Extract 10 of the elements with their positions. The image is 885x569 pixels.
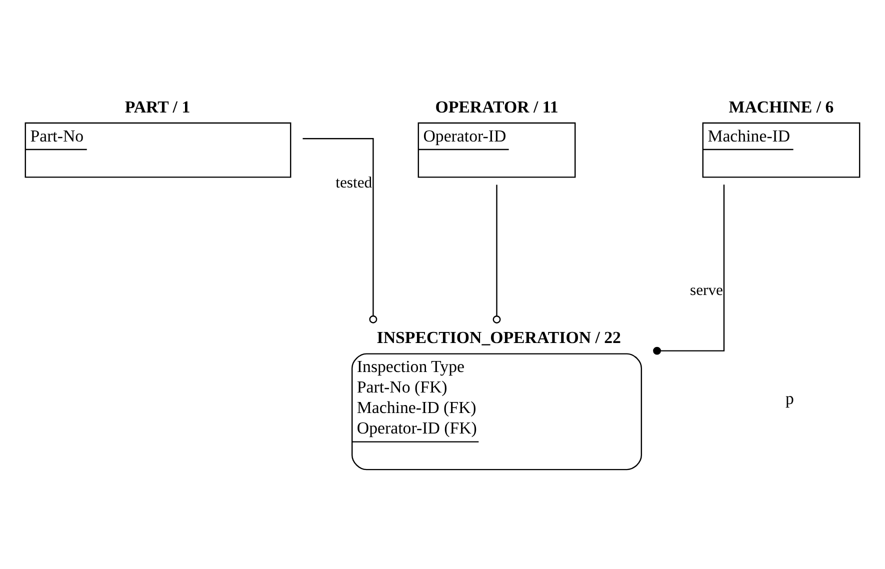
- connector: [653, 184, 725, 355]
- edge-label: tested: [336, 174, 372, 192]
- node-label: INSPECTION_OPERATION / 22: [376, 328, 621, 348]
- connector: [492, 184, 501, 324]
- edge-label: serve: [690, 282, 724, 300]
- node-label: OPERATOR / 11: [435, 97, 558, 116]
- label: p: [785, 389, 794, 408]
- node-label: PART / 1: [124, 97, 190, 116]
- connector: [302, 138, 378, 324]
- node-label: MACHINE / 6: [728, 97, 834, 116]
